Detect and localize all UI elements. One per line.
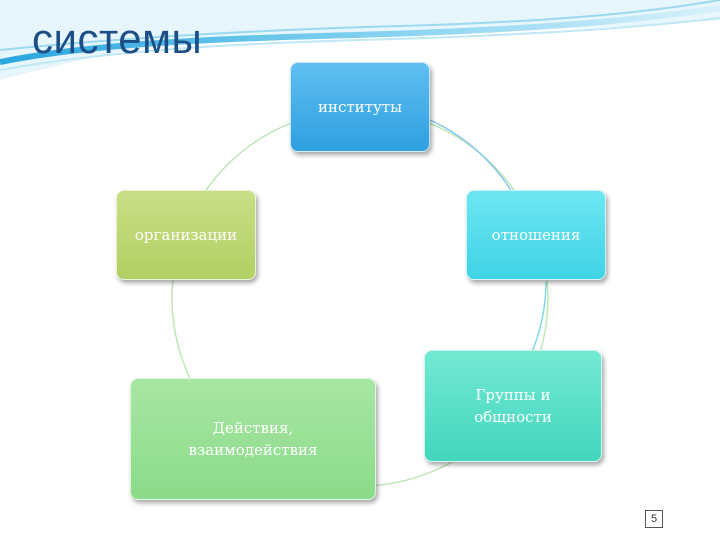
slide-title: системы xyxy=(32,15,203,62)
node-groups: Группы и общности xyxy=(424,350,602,462)
node-institutes: институты xyxy=(290,62,430,152)
node-organizations: организации xyxy=(116,190,256,280)
node-relations: отношения xyxy=(466,190,606,280)
node-actions: Действия, взаимодействия xyxy=(130,378,376,500)
header-wave-decoration xyxy=(0,0,720,80)
page-number: 5 xyxy=(645,510,663,528)
